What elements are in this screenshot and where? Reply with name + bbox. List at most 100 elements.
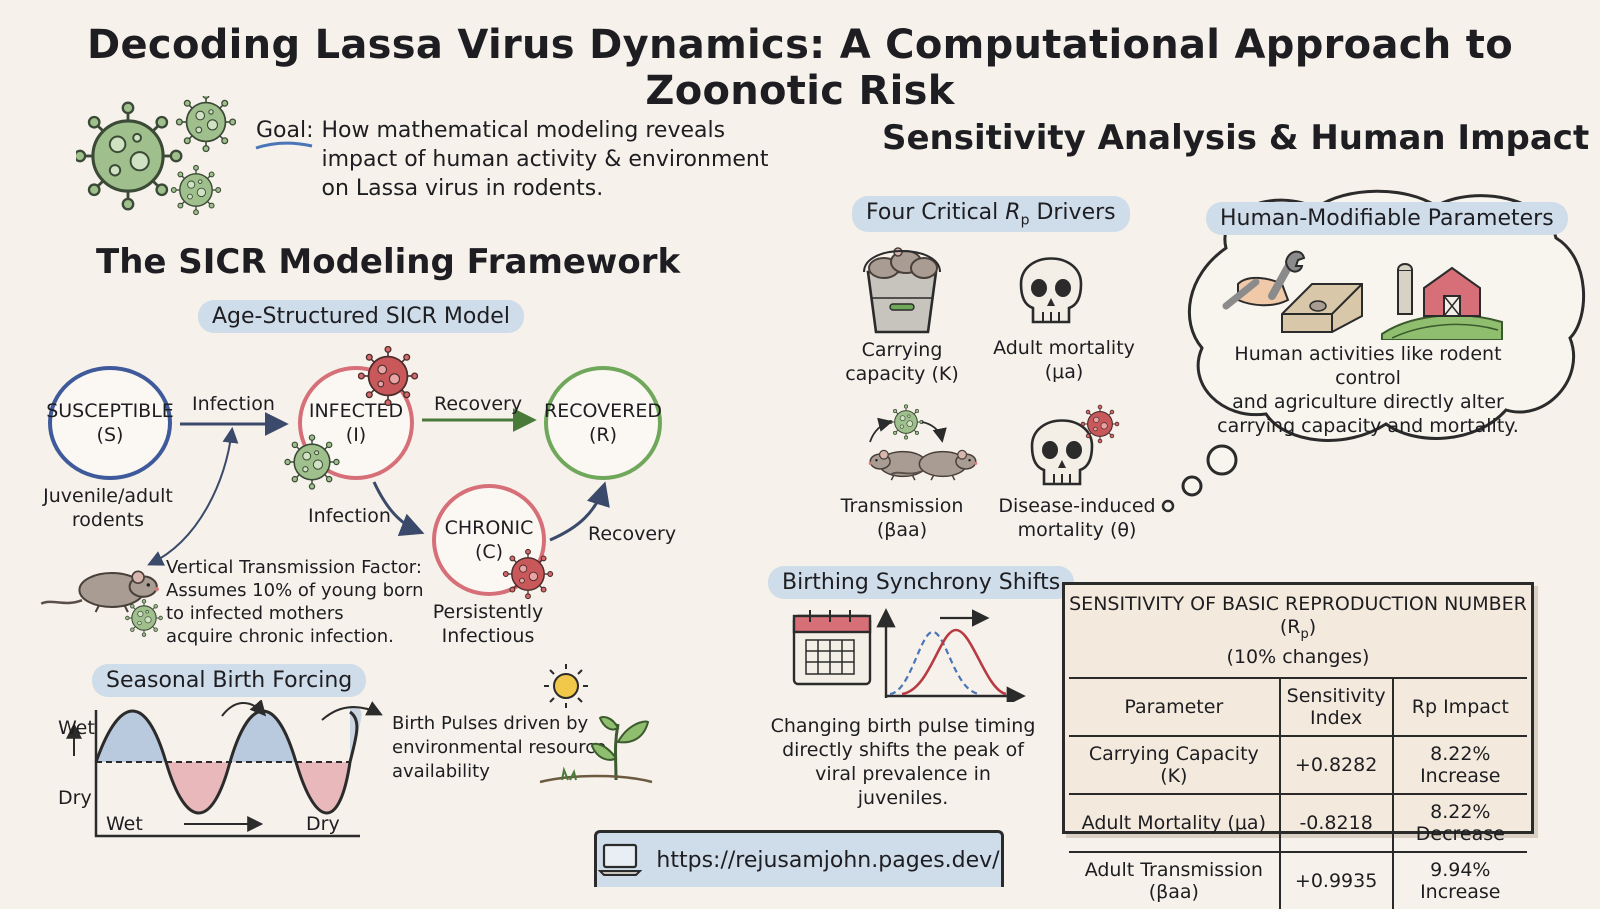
node-name: CHRONIC: [444, 517, 534, 539]
note-line: Birth Pulses driven by: [392, 713, 589, 734]
virus-icon: [125, 599, 163, 637]
sun-plant-icon: [539, 664, 653, 784]
sicr-arrows: [147, 408, 610, 566]
goal-label: Goal:: [256, 118, 314, 143]
node-code: (C): [474, 541, 504, 563]
caption-line: Infectious: [441, 625, 535, 647]
birthing-line: Changing birth pulse timing: [770, 715, 1036, 737]
node-recovered: RECOVERED (R): [544, 366, 662, 480]
url-link[interactable]: https://rejusamjohn.pages.dev/: [656, 847, 1000, 873]
axis-label-dry: Dry: [58, 787, 92, 809]
table-title-text: ): [1308, 616, 1317, 638]
node-code: (S): [96, 424, 124, 446]
pill-text: Four Critical: [866, 200, 1006, 225]
driver-line: (βaa): [876, 519, 928, 541]
node-name: RECOVERED: [544, 400, 662, 422]
human-line: carrying capacity and mortality.: [1217, 415, 1519, 437]
table-title-text: SENSITIVITY OF BASIC REPRODUCTION NUMBER…: [1069, 593, 1527, 638]
node-name: INFECTED: [308, 400, 404, 422]
goal-line: impact of human activity & environment: [321, 147, 769, 172]
pill-text: Drivers: [1029, 200, 1116, 225]
node-name: SUSCEPTIBLE: [46, 400, 174, 422]
note-line: Assumes 10% of young born: [166, 580, 424, 601]
goal-underline: [255, 141, 313, 150]
birthing-text: Changing birth pulse timing directly shi…: [770, 714, 1036, 810]
sicr-model-pill: Age-Structured SICR Model: [198, 300, 524, 333]
skull-icon: [1019, 257, 1083, 324]
note-line: availability: [392, 761, 490, 782]
table-title-text: p: [1300, 626, 1309, 642]
birthing-line: viral prevalence in juveniles.: [815, 763, 991, 809]
table-header: Rp Impact: [1391, 676, 1527, 736]
axis-label-x-dry: Dry: [306, 813, 340, 835]
arrow-label-infection-2: Infection: [308, 505, 391, 527]
table-cell: 8.22% Decrease: [1391, 792, 1527, 852]
sicr-heading: The SICR Modeling Framework: [96, 242, 681, 282]
axis-label-wet: Wet: [58, 717, 95, 739]
seasonal-pill: Seasonal Birth Forcing: [92, 664, 367, 697]
node-code: (I): [345, 424, 367, 446]
note-line: environmental resource: [392, 737, 607, 758]
driver-line: capacity (K): [845, 363, 959, 385]
table-cell: +0.9935: [1278, 850, 1393, 909]
birthing-shift-chart: [792, 608, 1026, 702]
driver-label-adult-mortality: Adult mortality (μa): [984, 336, 1144, 384]
sensitivity-table: Parameter Sensitivity Index Rp Impact Ca…: [1069, 676, 1527, 909]
drivers-pill: Four Critical Rp Drivers: [852, 196, 1130, 233]
human-activities-text: Human activities like rodent control and…: [1208, 342, 1528, 438]
arrow-label-recovery-2: Recovery: [588, 523, 677, 545]
driver-line: mortality (θ): [1017, 519, 1137, 541]
caption-line: Juvenile/adult: [43, 485, 173, 507]
table-header: Parameter: [1069, 676, 1280, 736]
goal-block: Goal: How mathematical modeling reveals …: [256, 116, 769, 203]
human-parameters-pill: Human-Modifiable Parameters: [1206, 202, 1568, 235]
caption-line: rodents: [71, 509, 145, 531]
susceptible-caption: Juvenile/adult rodents: [38, 484, 178, 532]
human-activity-icons: [1222, 250, 1503, 340]
driver-line: Transmission: [840, 495, 964, 517]
virus-icon: [502, 548, 554, 600]
node-infected: INFECTED (I): [298, 366, 414, 480]
table-row: Adult Mortality (μa) -0.8218 8.22% Decre…: [1069, 792, 1527, 852]
virus-cluster-icon: [76, 96, 236, 216]
axis-label-x-wet: Wet: [106, 813, 143, 835]
wrench-hand-icon: [1222, 250, 1306, 310]
virus-icon: [284, 434, 340, 490]
table-row: Carrying Capacity (K) +0.8282 8.22% Incr…: [1069, 734, 1527, 794]
virus-icon: [358, 346, 418, 406]
table-cell: 8.22% Increase: [1391, 734, 1527, 794]
node-susceptible: SUSCEPTIBLE (S): [46, 366, 174, 480]
driver-label-carrying-capacity: Carrying capacity (K): [832, 338, 972, 386]
chronic-caption: Persistently Infectious: [428, 600, 548, 648]
seasonal-wave-chart: [66, 700, 383, 838]
driver-line: (μa): [1044, 361, 1084, 383]
note-line: acquire chronic infection.: [166, 626, 394, 647]
driver-label-disease-mortality: Disease-induced mortality (θ): [996, 494, 1158, 542]
table-subtitle: (10% changes): [1226, 645, 1370, 668]
table-cell: -0.8218: [1278, 792, 1393, 852]
table-header: Sensitivity Index: [1278, 676, 1393, 736]
node-code: (R): [588, 424, 618, 446]
url-footer[interactable]: https://rejusamjohn.pages.dev/: [594, 830, 1004, 887]
driver-label-transmission: Transmission (βaa): [832, 494, 972, 542]
arrow-label-infection: Infection: [192, 393, 275, 415]
birth-pulses-note: Birth Pulses driven by environmental res…: [392, 712, 606, 784]
sensitivity-table-panel: SENSITIVITY OF BASIC REPRODUCTION NUMBER…: [1062, 582, 1534, 909]
skull-virus-icon: [1030, 404, 1120, 486]
arrow-label-recovery: Recovery: [434, 393, 523, 415]
human-line: Human activities like rodent control: [1234, 343, 1502, 389]
page-title: Decoding Lassa Virus Dynamics: A Computa…: [87, 22, 1513, 114]
table-title: SENSITIVITY OF BASIC REPRODUCTION NUMBER…: [1069, 585, 1527, 646]
table-row: Adult Transmission (βaa) +0.9935 9.94% I…: [1069, 850, 1527, 909]
thought-cloud: [1188, 189, 1586, 442]
goal-line: How mathematical modeling reveals: [321, 118, 726, 143]
rodent-trap-icon: [1281, 283, 1363, 333]
table-header-row: Parameter Sensitivity Index Rp Impact: [1069, 676, 1527, 736]
farm-icon: [1381, 263, 1503, 340]
calendar-icon: [792, 610, 872, 686]
bucket-of-rodents-icon: [863, 247, 941, 334]
sensitivity-heading: Sensitivity Analysis & Human Impact: [882, 118, 1590, 158]
vertical-transmission-note: Vertical Transmission Factor: Assumes 10…: [166, 556, 424, 648]
rodent-transmission-icon: [867, 404, 979, 482]
note-line: to infected mothers: [166, 603, 344, 624]
